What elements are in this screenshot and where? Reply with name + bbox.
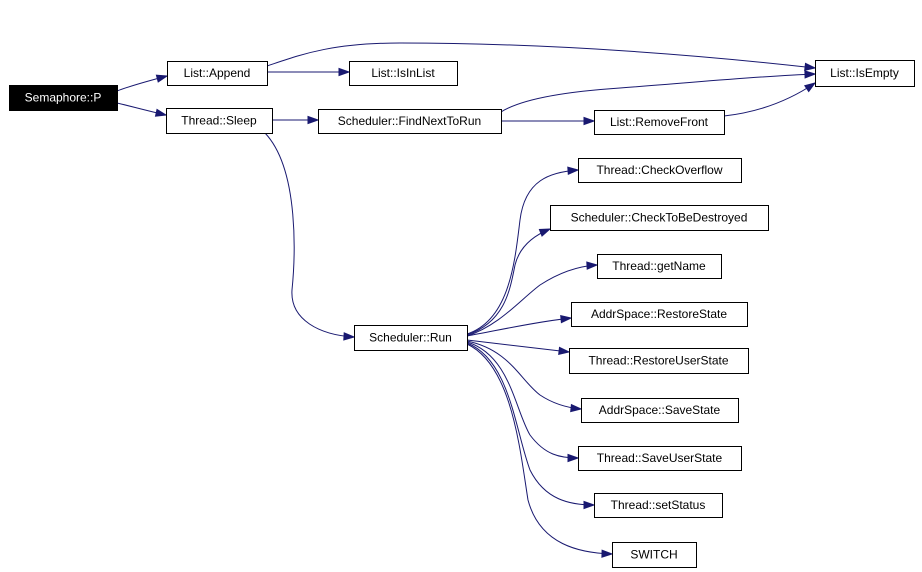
edge-list_removefront-to-list_isempty <box>723 82 816 117</box>
arrowhead-thread_checkoverflow <box>567 166 580 175</box>
node-label: List::IsEmpty <box>830 66 899 80</box>
arrowhead-addrspace_savestate <box>570 403 583 413</box>
arrowhead-list_isempty <box>803 82 817 93</box>
node-label: Scheduler::Run <box>369 331 452 345</box>
node-thread-checkoverflow[interactable]: Thread::CheckOverflow <box>578 158 742 183</box>
node-box <box>571 302 748 327</box>
node-box <box>594 493 723 518</box>
node-box <box>612 542 697 568</box>
node-box <box>354 325 468 351</box>
node-label: Thread::Sleep <box>181 114 257 128</box>
node-scheduler-run[interactable]: Scheduler::Run <box>354 325 468 351</box>
edge-thread_sleep-to-scheduler_run <box>264 132 355 338</box>
node-label: AddrSpace::RestoreState <box>591 307 727 321</box>
arrowhead-thread_saveuserstate <box>567 453 580 463</box>
arrowhead-scheduler_findnexttorun <box>307 115 320 125</box>
node-box <box>581 398 739 423</box>
node-scheduler-checktobedestroyed[interactable]: Scheduler::CheckToBeDestroyed <box>550 205 769 231</box>
edge-scheduler_run-to-scheduler_checktobedestroyed <box>466 228 551 336</box>
arrowhead-list_removefront <box>583 116 596 126</box>
node-list-removefront[interactable]: List::RemoveFront <box>594 110 725 135</box>
node-list-isempty[interactable]: List::IsEmpty <box>815 60 915 87</box>
node-box <box>318 109 502 134</box>
node-label: Thread::getName <box>612 259 706 273</box>
node-thread-setstatus[interactable]: Thread::setStatus <box>594 493 723 518</box>
arrowhead-list_append <box>155 74 169 83</box>
arrowhead-thread_getname <box>586 261 599 270</box>
arrowhead-scheduler_checktobedestroyed <box>538 228 552 237</box>
node-label: List::RemoveFront <box>610 115 709 129</box>
node-box <box>349 61 458 86</box>
node-addrspace-savestate[interactable]: AddrSpace::SaveState <box>581 398 739 423</box>
edge-scheduler_run-to-switch <box>466 343 613 555</box>
node-label: SWITCH <box>630 548 677 562</box>
node-switch[interactable]: SWITCH <box>612 542 697 568</box>
node-label: Thread::setStatus <box>611 498 706 512</box>
node-box <box>815 60 915 87</box>
node-box <box>578 446 742 471</box>
edge-scheduler_run-to-addrspace_restorestate <box>466 317 572 337</box>
arrowhead-scheduler_run <box>343 332 356 341</box>
node-box <box>569 348 749 374</box>
node-label: List::IsInList <box>371 66 435 80</box>
edge-list_append-to-list_isempty <box>266 42 816 69</box>
arrowhead-list_isempty <box>804 62 817 72</box>
node-label: Scheduler::CheckToBeDestroyed <box>571 211 748 225</box>
node-thread-sleep[interactable]: Thread::Sleep <box>166 108 273 134</box>
node-box <box>166 108 273 134</box>
node-thread-restoreuserstate[interactable]: Thread::RestoreUserState <box>569 348 749 374</box>
edge-scheduler_findnexttorun-to-list_isempty <box>500 73 816 113</box>
node-label: Scheduler::FindNextToRun <box>338 114 481 128</box>
edge-scheduler_run-to-thread_saveuserstate <box>466 341 579 459</box>
node-thread-getname[interactable]: Thread::getName <box>597 254 722 279</box>
node-addrspace-restorestate[interactable]: AddrSpace::RestoreState <box>571 302 748 327</box>
arrowhead-thread_sleep <box>154 108 168 117</box>
node-label: Thread::RestoreUserState <box>588 354 728 368</box>
node-label: List::Append <box>184 66 251 80</box>
edge-scheduler_run-to-thread_getname <box>466 264 598 337</box>
edge-scheduler_run-to-thread_checkoverflow <box>466 169 579 335</box>
node-list-isinlist[interactable]: List::IsInList <box>349 61 458 86</box>
arrowhead-switch <box>601 549 614 558</box>
node-label: Semaphore::P <box>25 91 102 105</box>
node-box <box>597 254 722 279</box>
node-label: Thread::CheckOverflow <box>596 163 722 177</box>
arrowhead-list_isinlist <box>338 67 351 77</box>
edge-scheduler_run-to-thread_restoreuserstate <box>466 339 570 353</box>
call-graph-edges <box>116 42 817 558</box>
node-semaphore-p[interactable]: Semaphore::P <box>9 85 118 111</box>
node-box <box>578 158 742 183</box>
edge-scheduler_run-to-addrspace_savestate <box>466 340 582 410</box>
arrowhead-thread_setstatus <box>583 500 596 510</box>
node-list-append[interactable]: List::Append <box>167 61 268 86</box>
node-box <box>594 110 725 135</box>
node-scheduler-findnexttorun[interactable]: Scheduler::FindNextToRun <box>318 109 502 134</box>
node-thread-saveuserstate[interactable]: Thread::SaveUserState <box>578 446 742 471</box>
node-box <box>167 61 268 86</box>
arrowhead-thread_restoreuserstate <box>558 346 571 355</box>
node-label: AddrSpace::SaveState <box>599 403 721 417</box>
edge-scheduler_run-to-thread_setstatus <box>466 342 595 506</box>
arrowhead-addrspace_restorestate <box>560 314 573 324</box>
node-box <box>9 85 118 111</box>
node-box <box>550 205 769 231</box>
node-label: Thread::SaveUserState <box>597 451 723 465</box>
arrowhead-list_isempty <box>804 70 817 79</box>
